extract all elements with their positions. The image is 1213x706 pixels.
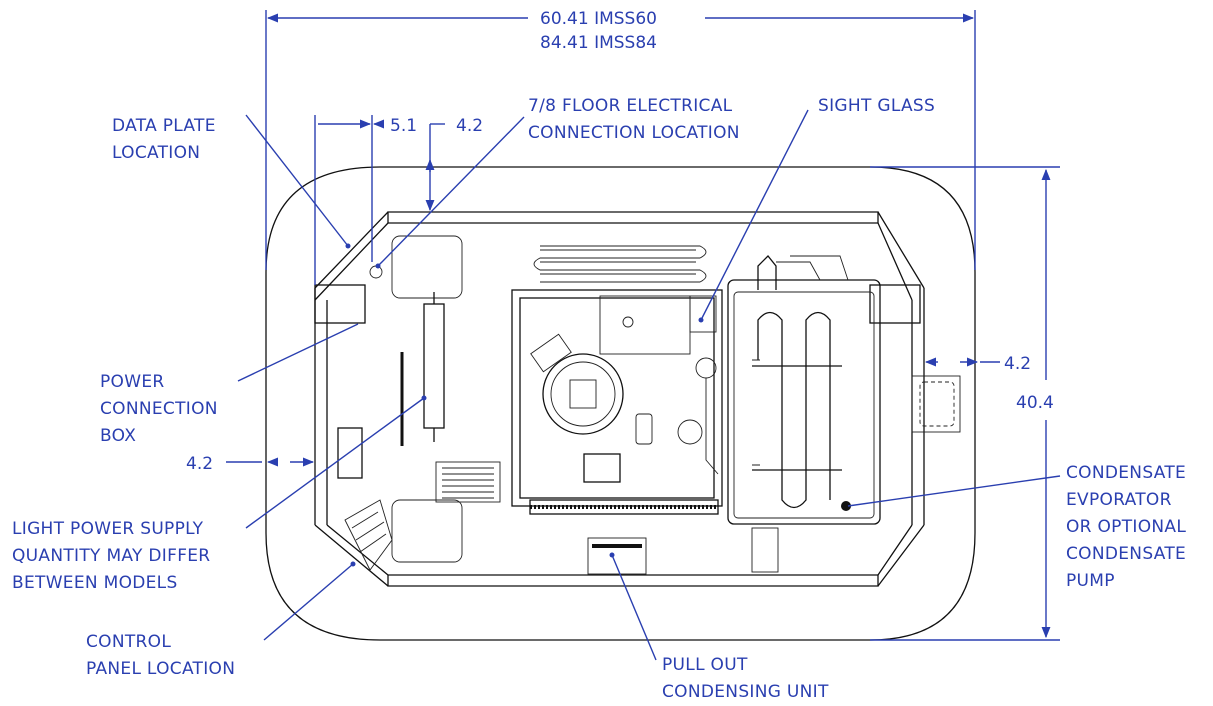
callout-leaders	[237, 109, 1061, 661]
height-label: 40.4	[1016, 393, 1054, 413]
condensing-unit	[511, 289, 723, 575]
condensate-label-4: CONDENSATE	[1066, 544, 1186, 564]
dim-4-2-left-label: 4.2	[186, 454, 213, 474]
power-box-label-2: CONNECTION	[100, 399, 218, 419]
dim-4-2-top	[425, 123, 445, 212]
floor-electrical-label-2: CONNECTION LOCATION	[528, 123, 740, 143]
power-box-label-1: POWER	[100, 372, 165, 392]
condensate-label-1: CONDENSATE	[1066, 463, 1186, 483]
data-plate-label-2: LOCATION	[112, 143, 200, 163]
right-bracket	[751, 375, 961, 573]
data-plate-label-1: DATA PLATE	[112, 116, 216, 136]
dim-5-1	[314, 115, 385, 285]
light-supply-label-3: BETWEEN MODELS	[12, 573, 178, 593]
dim-4-2-right-label: 4.2	[1004, 354, 1031, 374]
pull-out-label-2: CONDENSING UNIT	[662, 682, 829, 702]
floor-electrical-label-1: 7/8 FLOOR ELECTRICAL	[528, 96, 733, 116]
control-panel-label-2: PANEL LOCATION	[86, 659, 235, 679]
control-panel-label-1: CONTROL	[86, 632, 171, 652]
sight-glass-label: SIGHT GLASS	[818, 96, 935, 116]
dim-4-2-top-label: 4.2	[456, 116, 483, 136]
height-dimension	[870, 166, 1060, 641]
condensate-label-3: OR OPTIONAL	[1066, 517, 1186, 537]
light-supply-label-2: QUANTITY MAY DIFFER	[12, 546, 210, 566]
pull-out-label-1: PULL OUT	[662, 655, 748, 675]
outer-housing-outline	[265, 166, 976, 641]
condensate-label-2: EVPORATOR	[1066, 490, 1172, 510]
chassis	[314, 211, 925, 587]
width-label-2: 84.41 IMSS84	[540, 33, 657, 53]
warning-label	[435, 461, 501, 503]
light-supply-label-1: LIGHT POWER SUPPLY	[12, 519, 204, 539]
left-components	[337, 235, 501, 571]
width-label-1: 60.41 IMSS60	[540, 9, 657, 29]
power-box-label-3: BOX	[100, 426, 136, 446]
dim-5-1-label: 5.1	[390, 116, 417, 136]
condensate-label-5: PUMP	[1066, 571, 1115, 591]
unit-grille	[529, 499, 719, 515]
condensate-evaporator	[727, 255, 881, 525]
condenser-coil	[533, 245, 707, 283]
